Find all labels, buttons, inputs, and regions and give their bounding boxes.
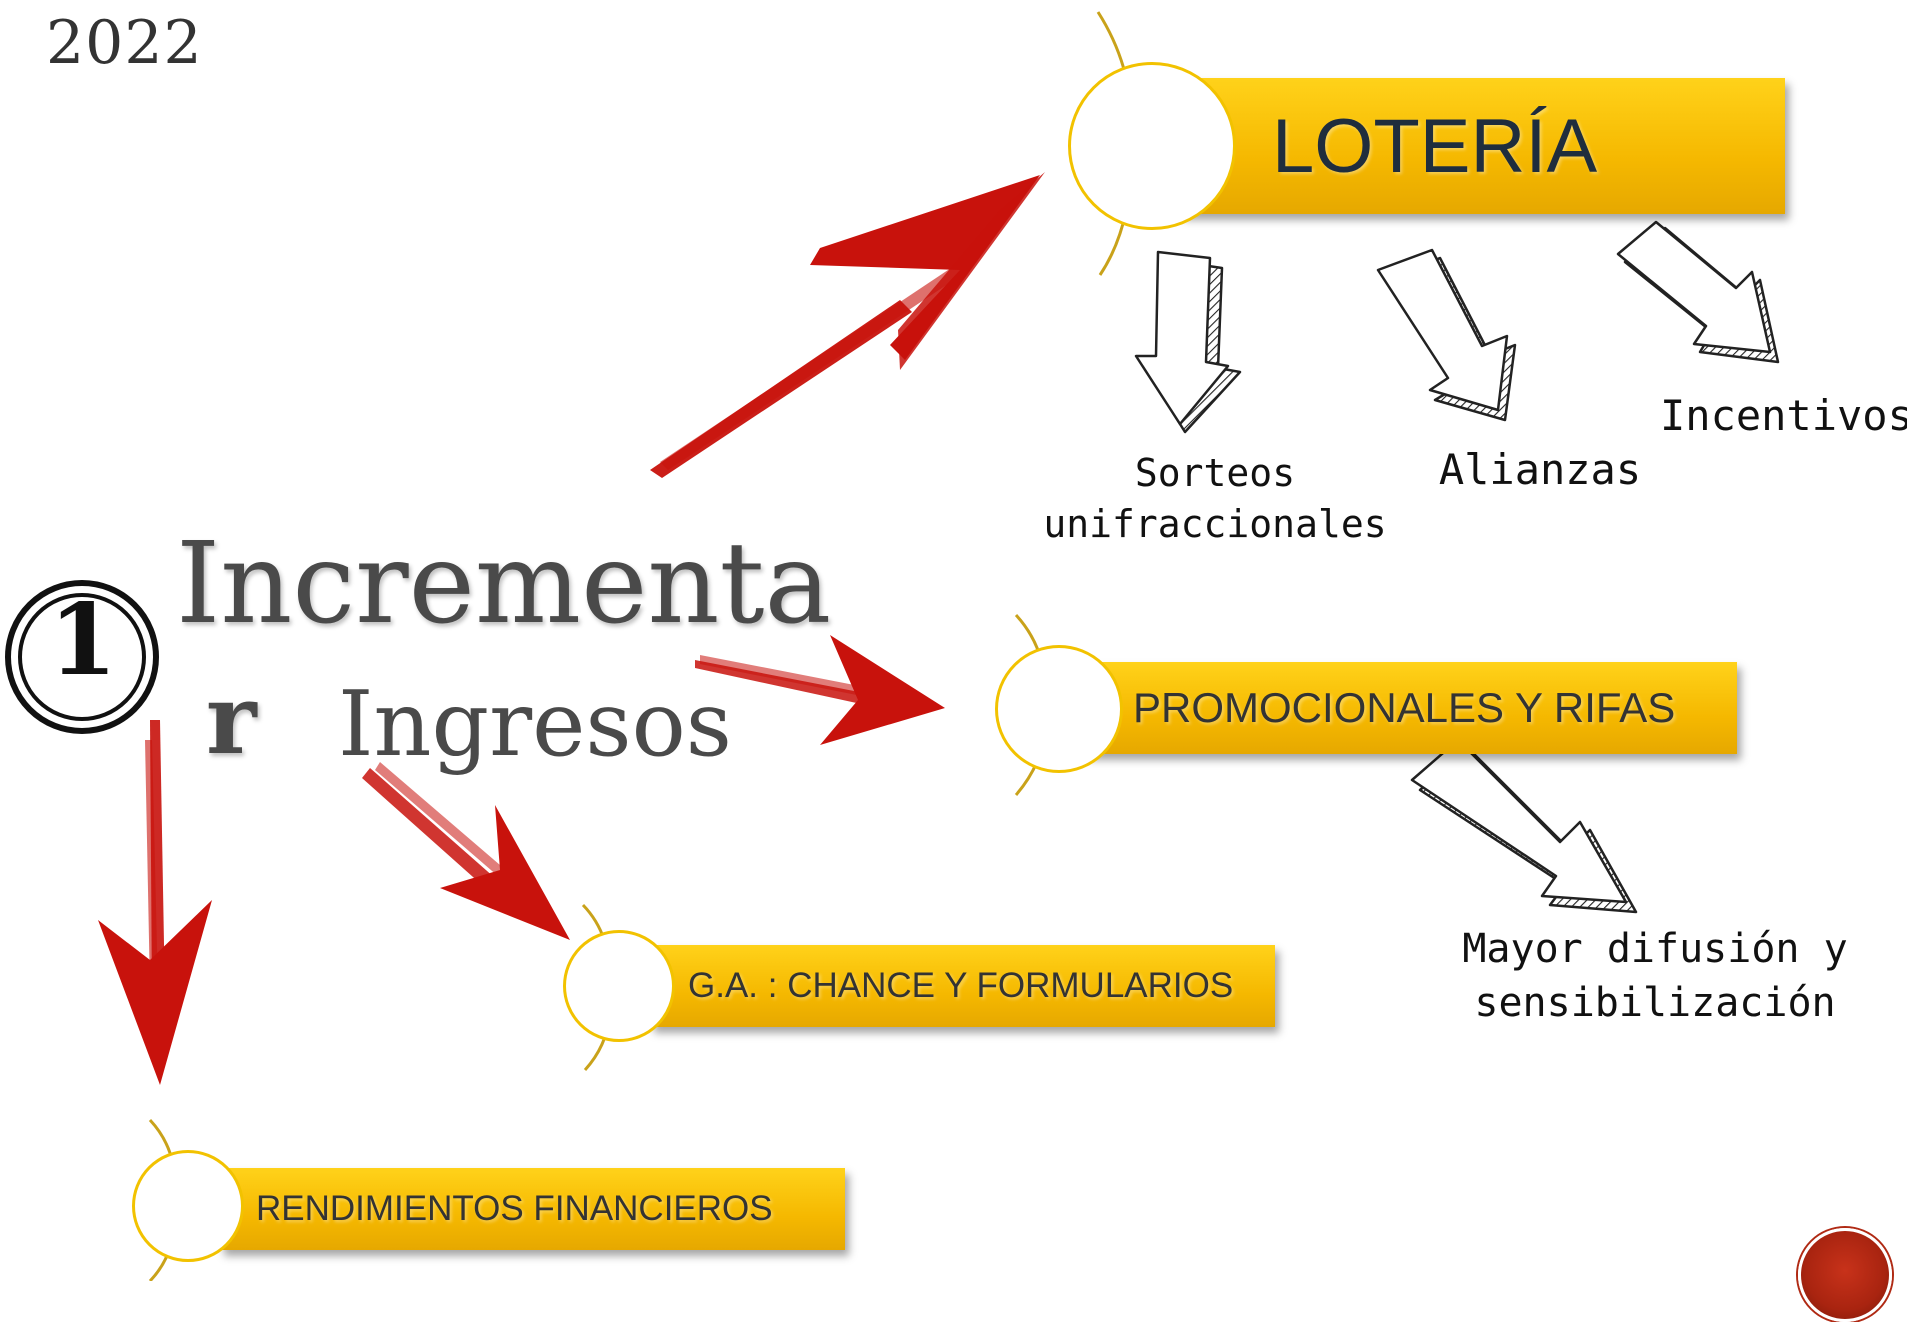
banner-loteria-circle [1068,62,1236,230]
banner-promocionales-label: PROMOCIONALES Y RIFAS [1133,684,1676,731]
banner-rendimientos: RENDIMIENTOS FINANCIEROS [220,1168,845,1250]
banner-promocionales: PROMOCIONALES Y RIFAS [1085,662,1737,754]
sketch-arrow-sorteos [1134,250,1242,434]
red-arrow-to-chance [362,762,570,940]
banner-chance: G.A. : CHANCE Y FORMULARIOS [650,945,1275,1027]
sketch-arrow-alianzas [1376,248,1517,422]
label-sorteos: Sorteos unifraccionales [1035,448,1395,551]
label-sorteos-line1: Sorteos [1134,451,1296,495]
label-difusion-line2: sensibilización [1474,980,1836,1026]
red-arrow-to-rendimientos [98,720,212,1085]
banner-loteria: LOTERÍA [1180,78,1785,214]
label-incentivos: Incentivos [1660,391,1907,440]
sketch-arrow-difusion [1410,738,1638,914]
title-line1: Incrementa [176,519,832,649]
number-badge-label: 1 [48,583,118,698]
number-badge [5,580,159,734]
banner-promocionales-circle [995,645,1123,773]
sketch-arrows [1134,220,1780,914]
banner-chance-circle [563,930,675,1042]
title-line2-bold: r [206,663,257,776]
diagram-arrows [5,11,1780,1281]
red-brush-arrows [98,172,1045,1085]
label-alianzas: Alianzas [1438,445,1642,494]
year-label: 2022 [46,8,203,78]
label-difusion-line1: Mayor difusión y [1462,926,1848,972]
banner-chance-label: G.A. : CHANCE Y FORMULARIOS [688,966,1234,1005]
banner-loteria-label: LOTERÍA [1272,103,1598,189]
title-line2-rest: Ingresos [338,672,732,777]
banner-rendimientos-label: RENDIMIENTOS FINANCIEROS [256,1189,773,1228]
red-arrow-to-loteria [650,172,1045,478]
sketch-arrow-incentivos [1616,220,1780,364]
label-difusion: Mayor difusión y sensibilización [1440,922,1870,1030]
red-arrow-to-promocionales [695,635,945,745]
slide-marker-dot [1798,1228,1892,1322]
label-sorteos-line2: unifraccionales [1043,502,1387,547]
banner-rendimientos-circle [132,1150,244,1262]
